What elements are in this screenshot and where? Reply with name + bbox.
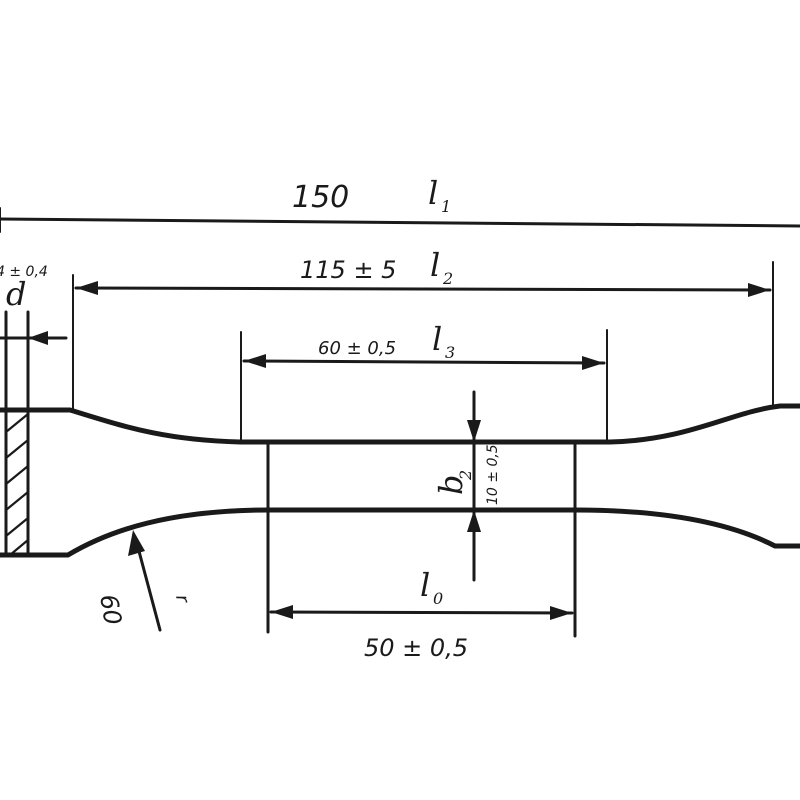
gauge-length-dimension [269,605,574,620]
narrow-length-symbol: l [432,320,442,358]
overall-length-subscript: 1 [441,197,451,216]
width-subscript: 2 [456,470,475,481]
width-symbol: b [432,475,470,495]
gauge-length-value: 50 ± 0,5 [364,634,468,662]
grip-distance-value: 115 ± 5 [300,256,396,284]
overall-length-symbol: l [428,174,438,212]
narrow-length-dimension [240,329,608,443]
overall-length-dimension [0,207,800,233]
grip-distance-subscript: 2 [442,269,453,288]
gauge-length-symbol: l [420,566,430,604]
thickness-section [4,310,30,557]
gauge-length-subscript: 0 [433,589,443,608]
radius-symbol: r [171,593,193,606]
specimen-outline [0,403,800,558]
width-dimension [467,390,481,582]
thickness-dimension [0,331,68,345]
gauge-marks [266,440,577,638]
width-value: 10 ± 0,5 [485,444,501,505]
radius-value: 60 [94,592,127,627]
thickness-symbol: d [6,275,26,313]
overall-length-value: 150 [292,180,349,215]
narrow-length-subscript: 3 [445,343,455,362]
radius-dimension [128,530,162,632]
grip-distance-symbol: l [430,246,440,284]
narrow-length-value: 60 ± 0,5 [318,338,396,359]
thickness-value: 4 ± 0,4 [0,264,48,280]
grip-distance-dimension [72,261,774,411]
